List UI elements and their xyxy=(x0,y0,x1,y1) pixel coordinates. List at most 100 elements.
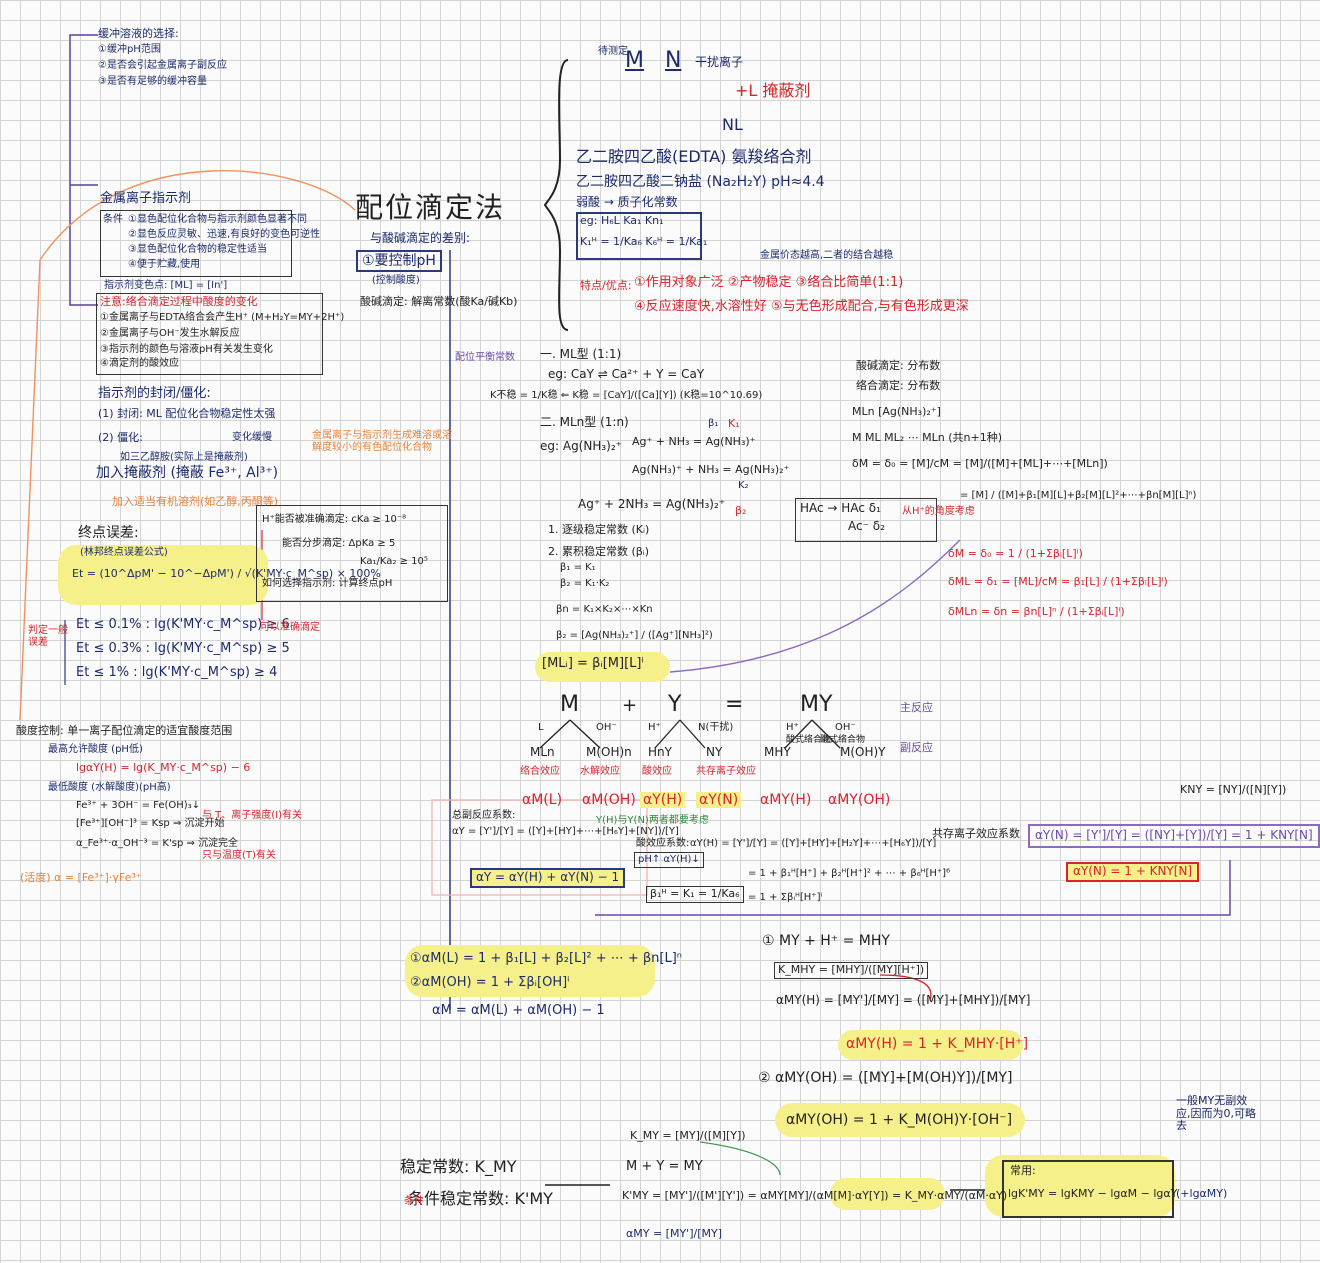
blocking-item-2-right: 变化缓慢 xyxy=(232,432,272,443)
ml-eg-1: eg: CaY ⇌ Ca²⁺ + Y = CaY xyxy=(548,367,705,381)
acid-base-note: 酸碱滴定: 解离常数(酸Ka/碱Kb) xyxy=(360,295,518,308)
alpha-MYOH: αMY(OH) xyxy=(828,792,891,808)
condition-1: ①显色配位化合物与指示剂颜色显著不同 xyxy=(128,214,307,225)
buffer-item-1: ①缓冲pH范围 xyxy=(98,44,161,55)
alpha-m-oh: ②αM(OH) = 1 + Σβᵢ[OH]ⁱ xyxy=(410,975,570,990)
reaction-MY: MY xyxy=(800,692,833,717)
k-mhy: K_MHY = [MHY]/([MY][H⁺]) xyxy=(774,962,929,979)
connector-lines xyxy=(19,34,1231,1191)
ml-type-2: 二. MLn型 (1:n) xyxy=(540,415,629,429)
my-ligand-H: H⁺ xyxy=(786,722,799,733)
main-reaction-label: 主反应 xyxy=(900,701,933,714)
plus-lg-amy: (+lgαMY) xyxy=(1176,1187,1228,1200)
alpha-y-note: Y(H)与Y(N)两者都要考虑 xyxy=(596,815,709,826)
beta-eq-n: βn = K₁×K₂×⋯×Kn xyxy=(556,604,653,615)
my-ligand-OH: OH⁻ xyxy=(835,722,856,733)
dist-title-1: 酸碱滴定: 分布数 xyxy=(856,359,941,372)
note-4: ④滴定剂的酸效应 xyxy=(100,358,179,369)
k2-label: K₂ xyxy=(738,480,749,491)
acidity-title: 酸度控制: 单一离子配位滴定的适宜酸度范围 xyxy=(16,724,233,737)
hac-note: 从H⁺的角度考虑 xyxy=(902,506,975,517)
blocking-title: 指示剂的封闭/僵化: xyxy=(98,386,211,401)
conditional-stability: 条件稳定常数: K'MY xyxy=(408,1189,553,1208)
alpha-YN: αY(N) xyxy=(696,792,742,809)
notes-box xyxy=(96,293,323,375)
reaction-M: M xyxy=(560,692,579,717)
product-MLn: MLn xyxy=(530,745,555,759)
ligand-H: H⁺ xyxy=(648,722,661,733)
acid-comparison-box xyxy=(256,505,448,602)
condition-et-2: Et ≤ 0.3% : lg(K'MY·c_M^sp) ≥ 5 xyxy=(76,641,290,656)
indicator-conditions-box xyxy=(100,210,292,277)
beta-eq-1: β₁ = K₁ xyxy=(560,562,596,573)
ml-reaction-3: Ag⁺ + 2NH₃ = Ag(NH₃)₂⁺ xyxy=(578,497,726,511)
masking-solution: 加入掩蔽剂 (掩蔽 Fe³⁺, Al³⁺) xyxy=(96,465,279,481)
target-label: 待测定 xyxy=(598,46,628,57)
blocking-item-2: (2) 僵化: xyxy=(98,431,143,444)
ml-type-1: 一. ML型 (1:1) xyxy=(540,347,622,361)
delta-m-simplified: δM = δ₀ = 1 / (1+Σβᵢ[L]ⁱ) xyxy=(948,547,1083,560)
common-highlight xyxy=(985,1155,1175,1217)
condition-et-1: Et ≤ 0.1% : lg(K'MY·c_M^sp) ≥ 6 xyxy=(76,617,290,632)
ligand-N: N(干扰) xyxy=(698,722,734,733)
alpha-myoh-def: ② αMY(OH) = ([MY]+[M(OH)Y])/[MY] xyxy=(758,1070,1013,1086)
product-MHY: MHY xyxy=(764,745,791,759)
organic-solvent-solution: 加入适当有机溶剂(如乙醇,丙酮等) xyxy=(112,495,279,508)
edta-disodium: 乙二胺四乙酸二钠盐 (Na₂H₂Y) pH≈4.4 xyxy=(576,174,825,190)
kmy-highlight xyxy=(830,1178,945,1210)
k-instability: K不稳 = 1/K稳 ⇐ K稳 = [CaY]/([Ca][Y]) (K稳=10… xyxy=(490,390,763,401)
acid-compare-mid2: Ka₁/Ka₂ ≥ 10⁵ xyxy=(360,556,428,567)
need-ph: ①要控制pH xyxy=(356,250,442,273)
buffer-item-3: ③是否有足够的缓冲容量 xyxy=(98,76,207,87)
effect-hydrolysis: 水解效应 xyxy=(580,766,620,777)
common-label: 常用: xyxy=(1010,1164,1036,1177)
reaction-eq: = xyxy=(725,692,764,717)
delta-m-formula: δM = δ₀ = [M]/cM = [M]/([M]+[ML]+⋯+[MLn]… xyxy=(852,457,1108,470)
product-MOHn: M(OH)n xyxy=(586,745,632,759)
dist-row-2: M ML ML₂ ⋯ MLn (共n+1种) xyxy=(852,431,1002,444)
condition-4: ④便于贮藏,使用 xyxy=(128,259,201,270)
kprime-my: K'MY = [MY']/([M'][Y']) = αMY[MY]/(αM[M]… xyxy=(622,1189,1008,1202)
note-1: ①金属离子与EDTA络合会产生H⁺ (M+H₂Y=MY+2H⁺) xyxy=(100,312,345,323)
mli-formula: [MLᵢ] = βᵢ[M][L]ⁱ xyxy=(542,656,644,671)
masking-hint: 如三乙醇胺(实际上是掩蔽剂) xyxy=(120,452,248,463)
et-side-left: 判定一般误差 xyxy=(28,625,68,648)
constants-row-2: K₁ᴴ = 1/Ka₆ K₆ᴴ = 1/Ka₁ xyxy=(580,235,708,248)
weak-acid-note: 弱酸 → 质子化常数 xyxy=(576,195,678,209)
constants-row-1: eg: H₆L Ka₁ Kn₁ xyxy=(580,214,664,227)
blocking-orange-note: 金属离子与指示剂生成难溶或溶解度较小的有色配位化合物 xyxy=(312,430,452,453)
ml-reaction-1: Ag⁺ + NH₃ = Ag(NH₃)⁺ xyxy=(632,435,756,448)
beta-eq-2: β₂ = K₁·K₂ xyxy=(560,578,610,589)
alpha-MOH: αM(OH) xyxy=(582,792,636,808)
alpha-my-def: αMY = [MY']/[MY] xyxy=(626,1227,722,1240)
acid-compare-mid: 能否分步滴定: ΔpKa ≥ 5 xyxy=(282,538,396,549)
ml-eg-2: eg: Ag(NH₃)₂⁺ xyxy=(540,439,623,453)
delta-ml: δML = δ₁ = [ML]/cM = β₁[L] / (1+Σβᵢ[L]ⁱ) xyxy=(948,575,1168,588)
beta1-label: β₁ xyxy=(708,418,719,429)
total-side-formula: αY = [Y']/[Y] = ([Y]+[HY]+⋯+[H₆Y]+[NY])/… xyxy=(452,826,679,837)
mli-highlight xyxy=(535,652,670,682)
masking-agent: +L 掩蔽剂 xyxy=(735,81,811,100)
condition-3: ③显色配位化合物的稳定性适当 xyxy=(128,244,267,255)
effect-coexist: 共存离子效应 xyxy=(696,766,756,777)
acidity-line-5-note: 与 T、离子强度(I)有关 xyxy=(202,810,303,821)
effect-complex: 络合效应 xyxy=(520,766,560,777)
alpha-m-total: αM = αM(L) + αM(OH) − 1 xyxy=(432,1003,605,1018)
acidity-activity: (活度) α = [Fe³⁺]·γFe³⁺ xyxy=(20,871,142,884)
condition-2: ②显色反应灵敏、迅速,有良好的变色可逆性 xyxy=(128,229,321,240)
effect-acid: 酸效应 xyxy=(642,766,672,777)
alpha-myh-def: αMY(H) = [MY']/[MY] = ([MY]+[MHY])/[MY] xyxy=(776,993,1031,1007)
amyoh-highlight xyxy=(775,1103,1025,1137)
note-3: ③指示剂的颜色与溶液pH有关发生变化 xyxy=(100,344,273,355)
change-point: 指示剂变色点: [ML] = [In'] xyxy=(104,280,228,291)
valence-note: 金属价态越高,二者的结合越稳 xyxy=(760,250,894,261)
edta-name: 乙二胺四乙酸(EDTA) 氨羧络合剂 xyxy=(576,147,812,166)
kny-definition: KNY = [NY]/([N][Y]) xyxy=(1180,783,1287,796)
blocking-item-1: (1) 封闭: ML 配位化合物稳定性太强 xyxy=(98,407,276,420)
common-formula: lgK'MY = lgKMY − lgαM − lgαY xyxy=(1008,1187,1178,1200)
product-NY: NY xyxy=(706,745,723,759)
acidity-line-6: α_Fe³⁺·α_OH⁻³ = K'sp ⇒ 沉淀完全 xyxy=(76,838,239,849)
cumulative-constants: 2. 累积稳定常数 (βᵢ) xyxy=(548,545,650,558)
diff-title: 与酸碱滴定的差别: xyxy=(370,231,471,245)
main-reaction-bottom: M + Y = MY xyxy=(626,1159,703,1174)
